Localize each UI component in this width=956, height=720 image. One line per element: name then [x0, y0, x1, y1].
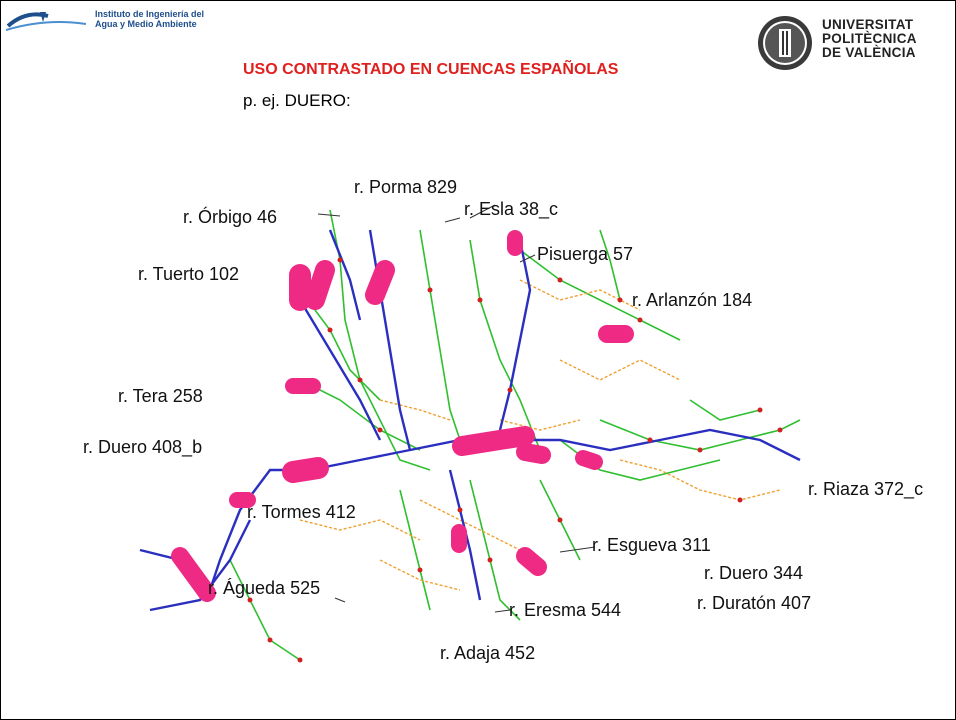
label-duraton: r. Duratón 407 [697, 593, 812, 613]
highlighted-reaches [171, 230, 634, 602]
highlight-duero-2 [516, 443, 551, 464]
slide-subtitle: p. ej. DUERO: [243, 91, 351, 110]
institute-logo [6, 12, 86, 31]
highlight-orbigo [305, 260, 335, 310]
label-pisuerga: Pisuerga 57 [537, 244, 634, 264]
label-tormes: r. Tormes 412 [247, 502, 356, 522]
slide-title: USO CONTRASTADO EN CUENCAS ESPAÑOLAS [243, 61, 619, 78]
university-seal-icon [758, 16, 812, 70]
label-tuerto: r. Tuerto 102 [138, 264, 240, 284]
highlight-porma [365, 260, 395, 305]
highlight-esgueva [516, 547, 547, 576]
highlight-agueda [171, 547, 216, 602]
label-orbigo: r. Órbigo 46 [183, 207, 278, 227]
label-tera: r. Tera 258 [118, 386, 203, 406]
highlight-duero-main [452, 426, 535, 456]
institute-name: Instituto de Ingeniería del Agua y Medio… [95, 9, 205, 29]
label-agueda: r. Águeda 525 [208, 578, 321, 598]
highlight-duero-408 [282, 457, 329, 483]
label-arlanzon: r. Arlanzón 184 [632, 290, 753, 310]
label-leaders [317, 204, 596, 613]
label-adaja: r. Adaja 452 [440, 643, 536, 663]
network-nodes [177, 257, 783, 663]
university-name: UNIVERSITAT POLITÈCNICA DE VALÈNCIA [822, 17, 917, 60]
label-eresma: r. Eresma 544 [509, 600, 622, 620]
label-porma: r. Porma 829 [354, 177, 458, 197]
label-duero-344: r. Duero 344 [704, 563, 804, 583]
label-esla: r. Esla 38_c [464, 199, 559, 219]
highlight-riaza [575, 450, 603, 470]
label-esgueva: r. Esgueva 311 [592, 535, 711, 555]
canal-network [299, 279, 781, 591]
label-duero-408: r. Duero 408_b [83, 437, 203, 457]
label-riaza: r. Riaza 372_c [808, 479, 924, 499]
